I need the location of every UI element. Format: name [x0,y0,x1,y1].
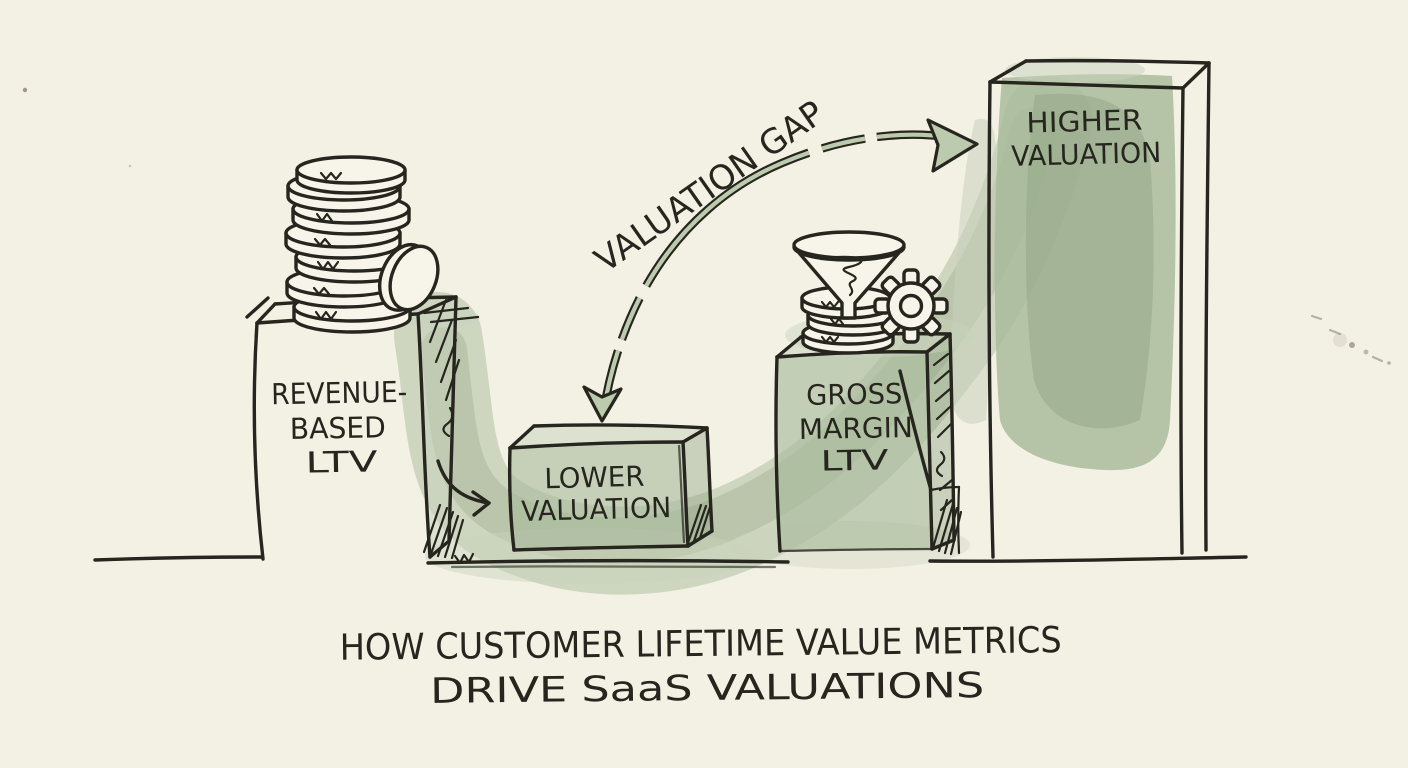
revenue-label-line3: LTV [305,444,378,479]
higher-pillar-wash [950,57,1176,471]
ground-line [93,555,1248,569]
lower-label-line2: VALUATION [521,491,672,528]
lower-valuation-label: LOWER VALUATION [521,460,672,528]
gross-margin-label: GROSS MARGIN LTV [799,377,914,477]
arrowhead-down-icon [582,385,623,423]
funnel-icon [792,230,906,320]
lower-label-line1: LOWER [544,460,645,496]
higher-valuation-pillar [898,58,1211,559]
gear-icon [873,268,949,344]
revenue-pillar-label: REVENUE- BASED LTV [271,375,408,480]
title-line2: DRIVE SaaS VALUATIONS [430,666,984,712]
revenue-label-line2: BASED [290,410,387,446]
valuation-gap-arrow [582,118,979,423]
ink-speck [22,87,1391,365]
higher-label-line2: VALUATION [1011,136,1162,173]
gross-label-line1: GROSS [806,377,903,412]
gross-label-line2: MARGIN [799,411,914,446]
higher-label-line1: HIGHER [1026,103,1143,139]
lower-valuation-block [507,423,714,552]
flow-arrow-icon [436,459,491,517]
title-line1: HOW CUSTOMER LIFETIME VALUE METRICS [339,620,1061,669]
coin-stack-icon [284,155,414,334]
tilted-coin-icon [377,243,440,312]
revenue-label-line1: REVENUE- [271,375,408,411]
arrowhead-right-icon [926,118,979,173]
higher-valuation-label: HIGHER VALUATION [1011,103,1162,173]
figure-title: HOW CUSTOMER LIFETIME VALUE METRICS DRIV… [339,620,1061,712]
gross-label-line3: LTV [820,443,889,477]
